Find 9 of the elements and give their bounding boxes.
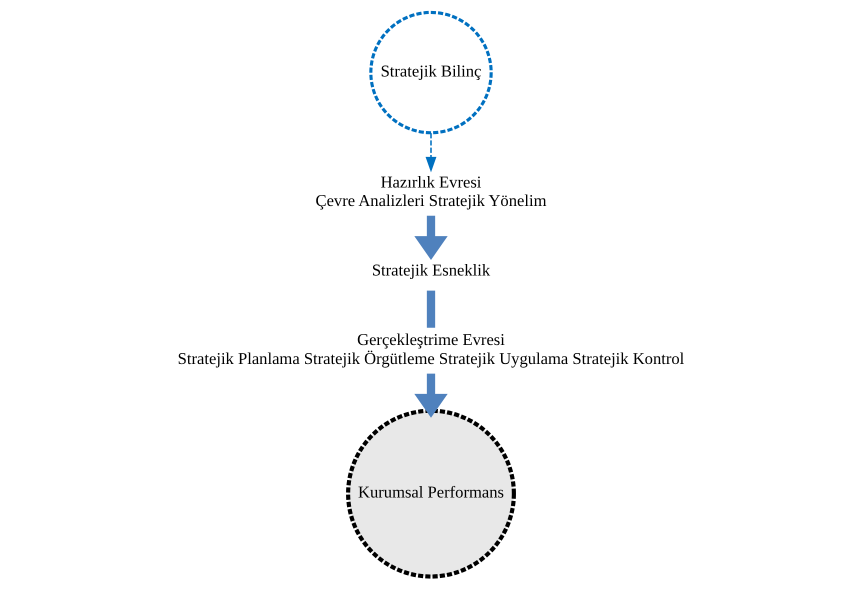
arrow [414, 216, 448, 260]
node-circle: Kurumsal Performans [346, 408, 516, 579]
arrow [425, 133, 436, 172]
node-text: Stratejik Esneklik [371, 260, 490, 280]
connector [426, 290, 435, 328]
arrow [414, 374, 448, 418]
node-circle: Stratejik Bilinç [368, 10, 492, 134]
node-text: Hazırlık Evresi Çevre Analizleri Stratejik Yönelim [315, 172, 546, 210]
node-text: Gerçekleştrime Evresi Stratejik Planlama Stratejik Örgütleme Stratejik Uygulama Stratejik Kontrol [177, 330, 684, 368]
